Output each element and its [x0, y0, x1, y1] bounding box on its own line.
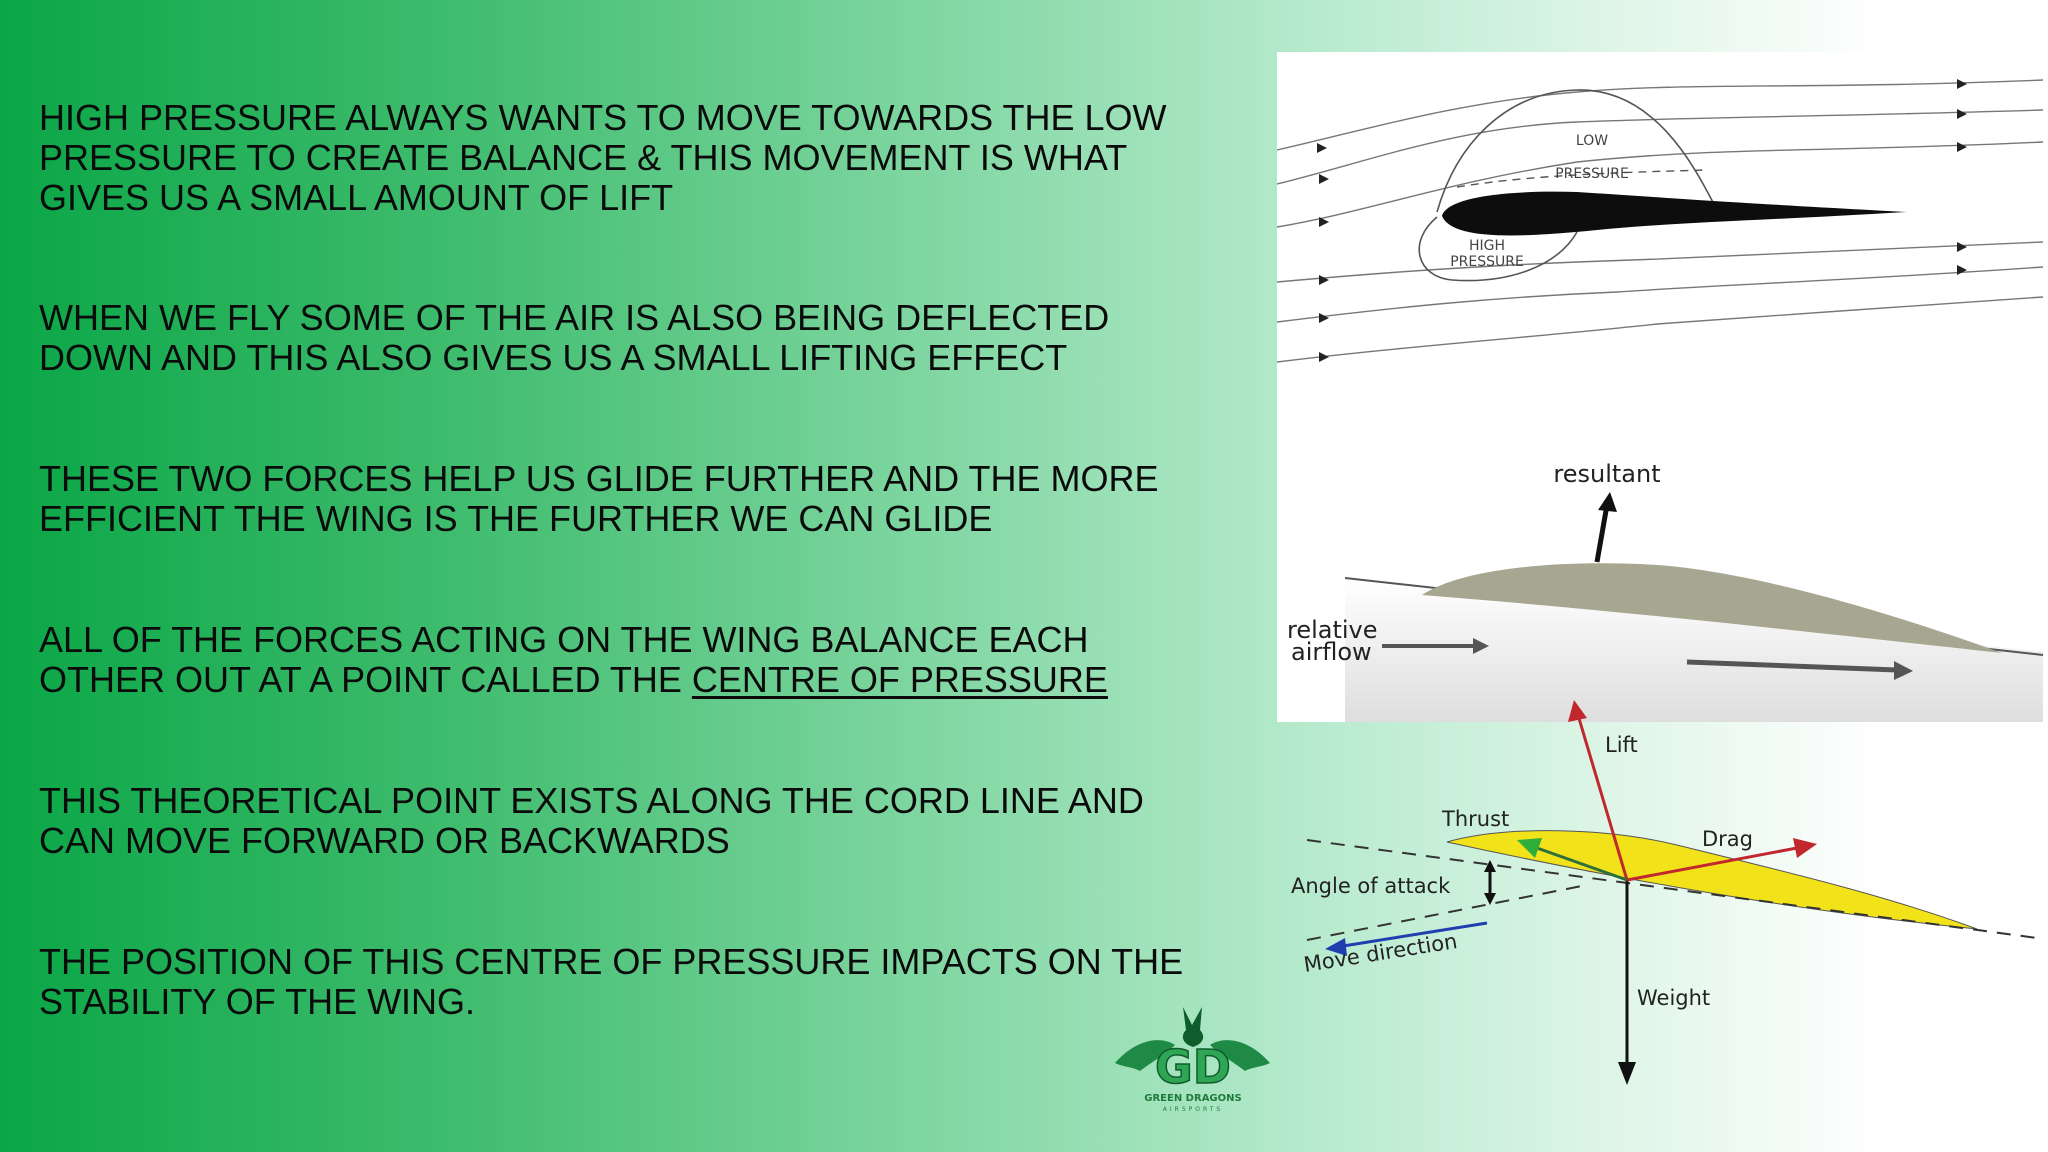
- high-pressure-envelope: [1418, 216, 1578, 282]
- drag-label: Drag: [1702, 827, 1753, 851]
- text-line: STABILITY OF THE WING.: [39, 981, 476, 1022]
- angle-marker-heads: [1484, 860, 1496, 905]
- paragraph-deflection: WHEN WE FLY SOME OF THE AIR IS ALSO BEIN…: [39, 298, 1239, 378]
- high-label: HIGH: [1469, 238, 1505, 254]
- resultant-arrowhead: [1598, 492, 1617, 512]
- right-wing-icon: [1210, 1040, 1270, 1071]
- paragraph-glide: THESE TWO FORCES HELP US GLIDE FURTHER A…: [39, 459, 1239, 539]
- text-line: OTHER OUT AT A POINT CALLED THE CENTRE O…: [39, 660, 1239, 700]
- chord-line: [1306, 839, 2038, 939]
- dragon-head-icon: [1182, 1007, 1204, 1047]
- paragraph-cord-line: THIS THEORETICAL POINT EXISTS ALONG THE …: [39, 781, 1239, 861]
- lift-label: Lift: [1605, 733, 1638, 757]
- pressure-label: PRESSURE: [1555, 166, 1629, 182]
- logo-subtitle: AIRSPORTS: [1163, 1106, 1223, 1113]
- flow-arrowheads: [1317, 79, 1967, 362]
- left-wing-icon: [1115, 1040, 1175, 1071]
- drag-arrowhead: [1793, 838, 1817, 858]
- logo-svg: GD GREEN DRAGONS AIRSPORTS: [1115, 1007, 1270, 1113]
- text-segment: OTHER OUT AT A POINT CALLED THE: [39, 659, 692, 700]
- relative-label: relative: [1287, 616, 1378, 644]
- wing-profile: [1422, 563, 2002, 653]
- green-dragons-logo: GD GREEN DRAGONS AIRSPORTS: [1105, 1005, 1280, 1115]
- low-pressure-dashed: [1456, 169, 1708, 188]
- text-line: ALL OF THE FORCES ACTING ON THE WING BAL…: [39, 619, 1089, 660]
- logo-initials: GD: [1155, 1040, 1231, 1094]
- text-line: EFFICIENT THE WING IS THE FURTHER WE CAN…: [39, 498, 993, 539]
- forces-diagram-svg: Lift Thrust Drag Angle of attack Move di…: [1291, 700, 2038, 1085]
- text-line: THIS THEORETICAL POINT EXISTS ALONG THE …: [39, 780, 1144, 821]
- thrust-arrow-shaft: [1536, 846, 1628, 882]
- logo-name: GREEN DRAGONS: [1144, 1093, 1241, 1104]
- text-line: THE POSITION OF THIS CENTRE OF PRESSURE …: [39, 941, 1184, 982]
- lift-arrowhead: [1568, 700, 1587, 722]
- resultant-diagram: resultant relative airflow: [1277, 400, 2043, 722]
- weight-label: Weight: [1637, 986, 1710, 1010]
- wing-yellow: [1446, 830, 1978, 930]
- paragraph-pressure-balance: HIGH PRESSURE ALWAYS WANTS TO MOVE TOWAR…: [39, 98, 1239, 218]
- resultant-arrow-shaft: [1594, 504, 1610, 563]
- text-line: WHEN WE FLY SOME OF THE AIR IS ALSO BEIN…: [39, 297, 1110, 338]
- low-pressure-envelope: [1436, 89, 1718, 213]
- text-line: CAN MOVE FORWARD OR BACKWARDS: [39, 820, 730, 861]
- drag-arrow-shaft: [1626, 846, 1798, 882]
- airflow-label: airflow: [1291, 638, 1372, 666]
- move-arrowhead: [1325, 938, 1347, 956]
- forces-diagram: Lift Thrust Drag Angle of attack Move di…: [1277, 700, 2043, 1100]
- centre-of-pressure-term: CENTRE OF PRESSURE: [691, 659, 1108, 700]
- streamlines: [1277, 79, 2043, 363]
- pressure-label: PRESSURE: [1450, 254, 1524, 270]
- pressure-diagram: LOW PRESSURE HIGH PRESSURE: [1277, 52, 2043, 400]
- resultant-diagram-svg: resultant relative airflow: [1287, 460, 2043, 722]
- ground-plane: [1345, 578, 2043, 722]
- airfoil-black: [1442, 191, 1907, 236]
- text-line: HIGH PRESSURE ALWAYS WANTS TO MOVE TOWAR…: [39, 97, 1167, 138]
- text-line: DOWN AND THIS ALSO GIVES US A SMALL LIFT…: [39, 337, 1068, 378]
- downwash-arrowhead: [1894, 661, 1913, 680]
- angle-of-attack-label: Angle of attack: [1291, 874, 1451, 898]
- airflow-arrowhead: [1473, 638, 1489, 654]
- text-line: GIVES US A SMALL AMOUNT OF LIFT: [39, 177, 674, 218]
- thrust-label: Thrust: [1441, 807, 1509, 831]
- lift-arrow-shaft: [1576, 714, 1629, 881]
- paragraph-stability: THE POSITION OF THIS CENTRE OF PRESSURE …: [39, 942, 1239, 1022]
- low-label: LOW: [1576, 133, 1608, 149]
- text-line: THESE TWO FORCES HELP US GLIDE FURTHER A…: [39, 458, 1159, 499]
- text-line: PRESSURE TO CREATE BALANCE & THIS MOVEME…: [39, 137, 1128, 178]
- move-direction-label: Move direction: [1302, 929, 1459, 977]
- pressure-diagram-svg: LOW PRESSURE HIGH PRESSURE: [1277, 79, 2043, 363]
- move-arrow-shaft: [1336, 921, 1488, 949]
- thrust-arrowhead: [1517, 838, 1542, 858]
- paragraph-centre-of-pressure: ALL OF THE FORCES ACTING ON THE WING BAL…: [39, 620, 1239, 700]
- downwash-arrow-shaft: [1686, 659, 1898, 673]
- resultant-label: resultant: [1553, 460, 1660, 488]
- weight-arrowhead: [1618, 1062, 1636, 1085]
